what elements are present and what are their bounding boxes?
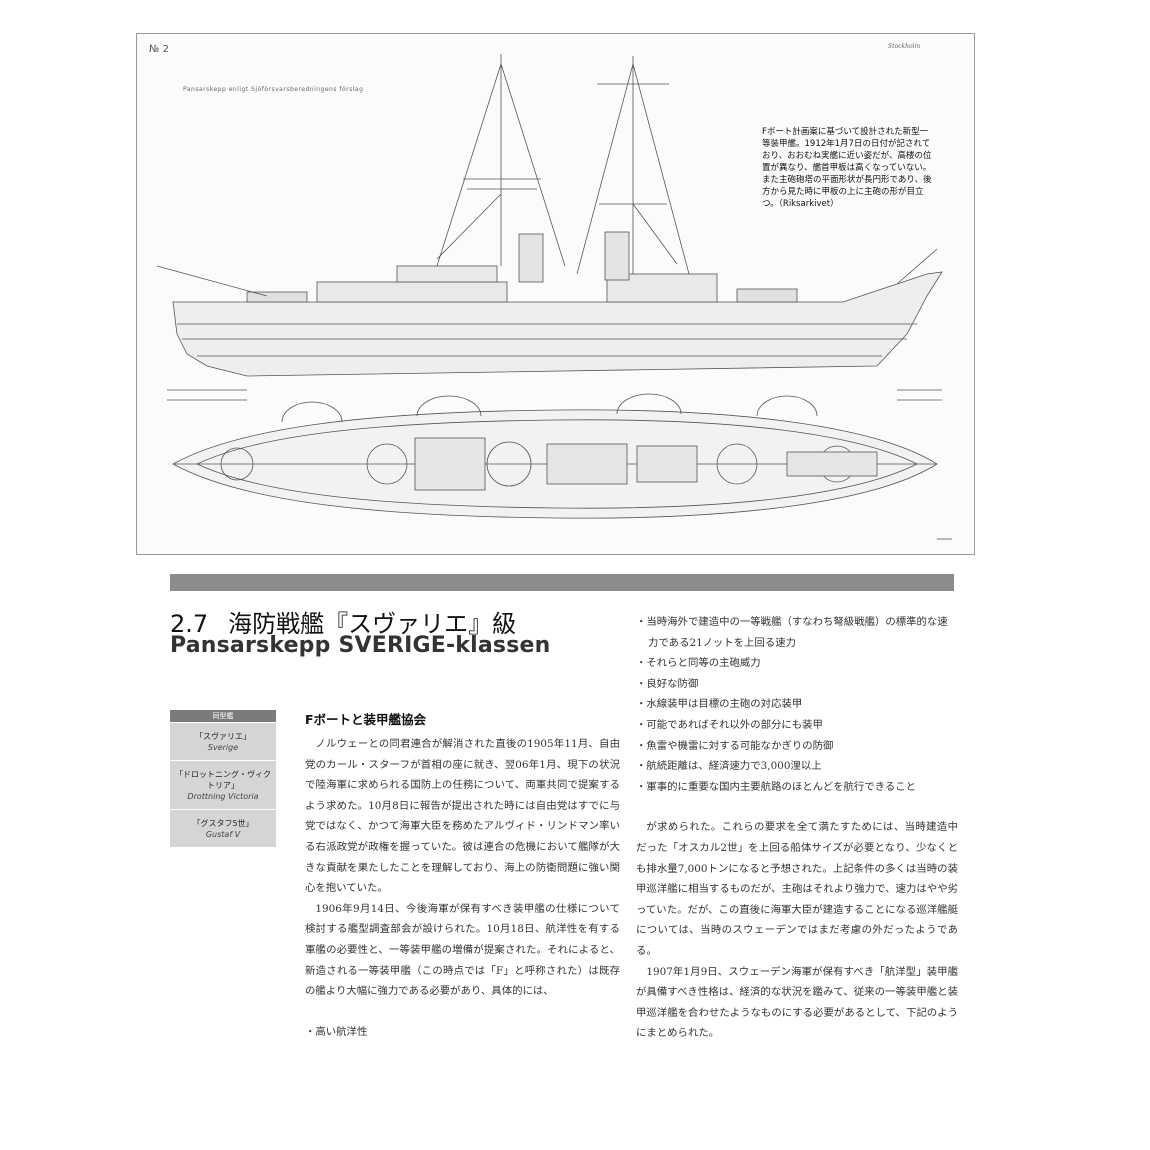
list-item: ・水線装甲は目標の主砲の対応装甲 [636, 698, 803, 711]
body-paragraph: 1907年1月9日、スウェーデン海軍が保有すべき「航洋型」装甲艦が具備すべき性格… [636, 965, 958, 1040]
paragraph-gap [305, 1002, 620, 1022]
list-item: ・高い航洋性 [305, 1025, 368, 1038]
figure-caption: Fボート計画案に基づいて設計された新型一等装甲艦。1912年1月7日の日付が記さ… [762, 126, 932, 210]
list-item: ・航続距離は、経済速力で3,000浬以上 [636, 760, 822, 773]
section-title-ja: 海防戦艦『スヴァリエ』級 [228, 610, 517, 638]
list-item: ・当時海外で建造中の一等戦艦（すなわち弩級戦艦）の標準的な速力である21ノットを… [636, 616, 948, 649]
plan-title: Pansarskepp enligt Sjöförsvarsberedninge… [183, 86, 364, 93]
requirements-list: ・当時海外で建造中の一等戦艦（すなわち弩級戦艦）の標準的な速力である21ノットを… [636, 612, 958, 797]
list-item: ・それらと同等の主砲威力 [636, 657, 761, 670]
subsection-heading: Fボートと装甲艦協会 [305, 712, 427, 727]
section-divider-bar [170, 574, 954, 591]
body-paragraph: が求められた。これらの要求を全て満たすためには、当時建造中だった「オスカル2世」… [636, 821, 958, 957]
ship-plan-figure: № 2 Pansarskepp enligt Sjöförsvarsberedn… [136, 33, 975, 555]
list-item: ・魚雷や機雷に対する可能なかぎりの防御 [636, 739, 834, 752]
sister-ship-entry: 「ドロットニング・ヴィクトリア」 Drottning Victoria [170, 760, 276, 809]
body-paragraph: ノルウェーとの同君連合が解消された直後の1905年11月、自由党のカール・スター… [305, 738, 620, 895]
ship-plan-drawing [156, 54, 952, 540]
sister-ship-entry: 「グスタフ5世」 Gustaf V [170, 809, 276, 847]
sister-ship-en: Sverige [207, 743, 239, 752]
text-column-left: Fボートと装甲艦協会 ノルウェーとの同君連合が解消された直後の1905年11月、… [305, 712, 620, 1042]
sister-ship-en: Drottning Victoria [187, 792, 259, 801]
body-paragraph: 1906年9月14日、今後海軍が保有すべき装甲艦の仕様について検討する艦型調査部… [305, 902, 620, 998]
sister-ships-box: 同型艦 「スヴァリエ」 Sverige 「ドロットニング・ヴィクトリア」 Dro… [170, 710, 276, 847]
list-item: ・軍事的に重要な国内主要航路のほとんどを航行できること [636, 780, 917, 793]
list-item: ・良好な防御 [636, 677, 699, 690]
list-item: ・可能であればそれ以外の部分にも装甲 [636, 718, 823, 731]
section-number: 2.7 [170, 610, 209, 638]
sister-ship-ja: 「スヴァリエ」 [195, 732, 251, 741]
paragraph-gap [636, 797, 958, 817]
section-title-sv: Pansarskepp SVERIGE-klassen [170, 633, 551, 658]
section-title: 2.7 海防戦艦『スヴァリエ』級 [170, 604, 516, 639]
sister-ship-ja: 「グスタフ5世」 [192, 819, 254, 828]
plan-number: № 2 [149, 44, 169, 55]
text-column-right: ・当時海外で建造中の一等戦艦（すなわち弩級戦艦）の標準的な速力である21ノットを… [636, 612, 958, 1044]
sister-ship-entry: 「スヴァリエ」 Sverige [170, 722, 276, 760]
sister-ship-ja: 「ドロットニング・ヴィクトリア」 [175, 770, 271, 790]
plan-signature: Stockholm [888, 43, 921, 50]
sister-ship-en: Gustaf V [205, 830, 241, 839]
sister-ships-header: 同型艦 [170, 710, 276, 722]
requirements-list: ・高い航洋性 [305, 1022, 620, 1043]
